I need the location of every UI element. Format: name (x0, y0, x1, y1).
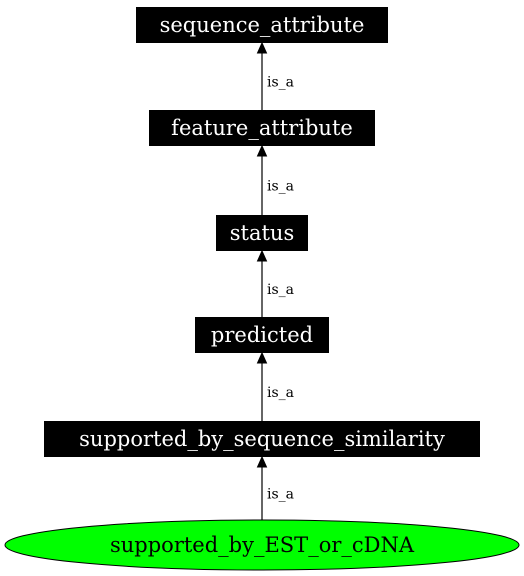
node-box (149, 110, 375, 146)
node-status: status (216, 215, 308, 251)
node-label: feature_attribute (171, 116, 353, 140)
node-label: supported_by_sequence_similarity (79, 427, 445, 451)
nodes-layer: sequence_attribute feature_attributestatu… (4, 7, 520, 571)
node-ellipse (4, 519, 520, 571)
edge-label: is_a (267, 75, 294, 91)
node-label: supported_by_EST_or_cDNA (110, 533, 415, 557)
edge-status-to-feature_attribute: is_a (256, 144, 294, 215)
edge-supported_by_sequence_similarity-to-predicted: is_a (256, 351, 294, 421)
edge-feature_attribute-to-sequence_attribute: is_a (256, 41, 294, 110)
node-label: status (230, 221, 294, 245)
edge-predicted-to-status: is_a (256, 249, 294, 317)
edge-label: is_a (267, 282, 294, 298)
edge-label: is_a (267, 487, 294, 503)
node-box (216, 215, 308, 251)
edge-supported_by_EST_or_cDNA-to-supported_by_sequence_similarity: is_a (256, 455, 294, 520)
node-box (136, 7, 388, 43)
node-box (195, 317, 329, 353)
node-label: predicted (211, 323, 313, 347)
node-supported_by_EST_or_cDNA: supported_by_EST_or_cDNA (4, 519, 520, 571)
arrowhead-icon (256, 455, 268, 468)
node-supported_by_sequence_similarity: supported_by_sequence_similarity (44, 421, 480, 457)
node-box (44, 421, 480, 457)
arrowhead-icon (256, 144, 268, 157)
node-label: sequence_attribute (160, 13, 365, 37)
arrowhead-icon (256, 249, 268, 262)
arrowhead-icon (256, 351, 268, 364)
edges-layer: is_a is_a is_a is_a is_a (256, 41, 294, 520)
edge-label: is_a (267, 179, 294, 195)
node-predicted: predicted (195, 317, 329, 353)
node-feature_attribute: feature_attribute (149, 110, 375, 146)
edge-label: is_a (267, 385, 294, 401)
arrowhead-icon (256, 41, 268, 54)
node-sequence_attribute: sequence_attribute (136, 7, 388, 43)
